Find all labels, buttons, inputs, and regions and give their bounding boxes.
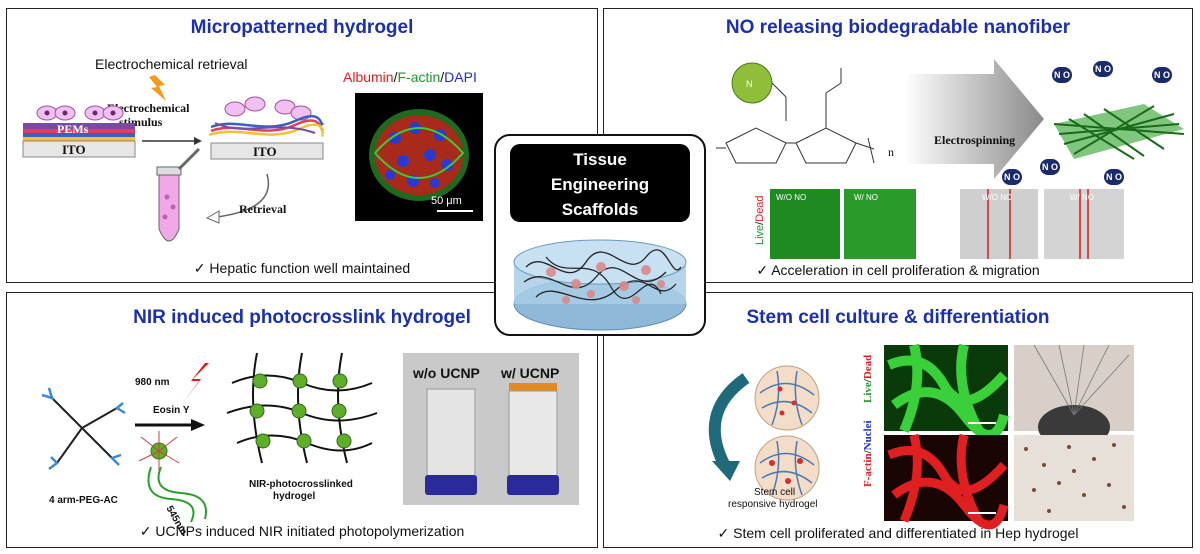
image-label: W/O NO bbox=[776, 193, 807, 202]
label-n: n bbox=[888, 145, 894, 159]
no-molecule-4: N O bbox=[1002, 169, 1022, 185]
live-dead-label: Live/Dead bbox=[862, 355, 874, 403]
label-nir-2: hydrogel bbox=[273, 491, 316, 502]
label-wo-ucnp: w/o UCNP bbox=[413, 365, 480, 381]
label-ito-left: ITO bbox=[62, 142, 86, 157]
live-dead-micrograph bbox=[884, 343, 1009, 440]
label-electrochemical-retrieval: Electrochemical retrieval bbox=[95, 56, 248, 72]
center-title-line2: Engineering bbox=[550, 175, 650, 194]
slash-label: / bbox=[862, 379, 874, 383]
tube-illustration bbox=[156, 147, 201, 242]
dead-label: Dead bbox=[754, 195, 766, 222]
center-title-line3: Scaffolds bbox=[561, 200, 639, 219]
panel-title: NO releasing biodegradable nanofiber bbox=[725, 17, 1071, 38]
image-label: W/O NO bbox=[982, 193, 1013, 202]
polymer-structure-illustration: N bbox=[716, 62, 875, 164]
label-stem-1: Stem cell bbox=[754, 487, 796, 498]
lightning-icon bbox=[149, 75, 166, 101]
svg-text:N: N bbox=[746, 79, 753, 89]
ucnp-particle-illustration bbox=[138, 431, 207, 523]
substrate-left-illustration bbox=[22, 105, 136, 158]
panel-nir-photocrosslink: NIR induced photocrosslink hydrogel 4 ar… bbox=[6, 292, 598, 548]
stain-factin: F-actin bbox=[397, 69, 441, 85]
stain-albumin: Albumin bbox=[343, 69, 394, 85]
label-stem-2: responsive hydrogel bbox=[728, 499, 818, 510]
panel-title: Micropatterned hydrogel bbox=[190, 17, 414, 38]
label-ito-right: ITO bbox=[253, 144, 277, 159]
migration-image-w-no: W/ NO bbox=[1044, 189, 1124, 259]
no-molecule-3: N O bbox=[1152, 67, 1172, 83]
scale-bar-label: 50 μm bbox=[431, 195, 462, 207]
live-dead-label: Live/Dead bbox=[754, 195, 766, 245]
hydrogel-sphere-illustration bbox=[754, 365, 820, 431]
live-label: Live bbox=[754, 224, 766, 245]
label-stimulus-1: Electrochemical bbox=[107, 101, 190, 115]
label-980nm: 980 nm bbox=[135, 377, 170, 388]
center-badge: Tissue Engineering Scaffolds bbox=[494, 134, 706, 336]
arrow-right-icon bbox=[142, 137, 202, 145]
peg-molecule-illustration bbox=[41, 387, 126, 470]
scaffold-dish-illustration bbox=[513, 239, 687, 331]
stain-sep: / bbox=[440, 69, 445, 85]
fluorescence-micrograph: 50 μm bbox=[355, 93, 483, 221]
slash-label: / bbox=[754, 221, 766, 225]
panel-caption: ✓ Acceleration in cell proliferation & m… bbox=[756, 262, 1040, 278]
stain-sep: / bbox=[393, 69, 398, 85]
live-dead-image-w-no: W/ NO bbox=[844, 189, 916, 259]
label-retrieval: Retrieval bbox=[239, 202, 287, 216]
center-title-line1: Tissue bbox=[573, 150, 627, 169]
label-peg: 4 arm-PEG-AC bbox=[49, 495, 118, 506]
crosslinked-network-illustration bbox=[226, 352, 378, 464]
curved-arrow-icon bbox=[708, 373, 750, 481]
brightfield-micrograph-1 bbox=[1014, 344, 1134, 449]
no-molecule-2: N O bbox=[1093, 61, 1113, 77]
panel-caption: ✓ Hepatic function well maintained bbox=[193, 260, 411, 276]
live-dead-image-wo-no: W/O NO bbox=[770, 189, 840, 259]
nanofiber-mesh-illustration bbox=[1053, 104, 1185, 160]
panel-caption: ✓ Stem cell proliferated and differentia… bbox=[717, 525, 1079, 541]
no-molecule-5: N O bbox=[1040, 159, 1060, 175]
no-molecule-1: N O bbox=[1052, 67, 1072, 83]
label-pems: PEMs bbox=[57, 122, 89, 136]
panel-no-nanofiber: NO releasing biodegradable nanofiber N n… bbox=[603, 8, 1193, 283]
live-label: Live bbox=[862, 382, 874, 403]
stain-dapi: DAPI bbox=[444, 69, 477, 85]
factin-micrograph bbox=[884, 433, 1009, 530]
image-label: W/ NO bbox=[854, 193, 878, 202]
dead-label: Dead bbox=[862, 354, 874, 380]
label-w-ucnp: w/ UCNP bbox=[501, 365, 560, 381]
electrospinning-arrow-illustration bbox=[904, 59, 1044, 179]
slash-label: / bbox=[862, 450, 874, 454]
panel-stem-cell: Stem cell culture & differentiation Stem… bbox=[603, 292, 1193, 548]
panel-caption: ✓ UCNPs induced NIR initiated photopolym… bbox=[139, 523, 465, 539]
migration-image-wo-no: W/O NO bbox=[960, 189, 1038, 259]
label-eosin: Eosin Y bbox=[153, 405, 190, 416]
label-nir-1: NIR-photocrosslinked bbox=[249, 479, 353, 490]
red-lightning-icon bbox=[183, 363, 209, 403]
hydrogel-sphere-illustration bbox=[754, 435, 820, 501]
no-molecule-6: N O bbox=[1104, 169, 1124, 185]
substrate-right-illustration bbox=[208, 96, 325, 160]
stain-legend: Albumin/F-actin/DAPI bbox=[343, 69, 477, 85]
center-title: Tissue Engineering Scaffolds bbox=[510, 144, 690, 222]
arrow-right-icon bbox=[135, 419, 205, 431]
vial-photo: w/o UCNP w/ UCNP bbox=[403, 353, 579, 505]
curved-arrow-icon bbox=[205, 173, 270, 224]
image-label: W/ NO bbox=[1070, 193, 1094, 202]
nuclei-label: Nuclei bbox=[862, 420, 874, 451]
panel-title: NIR induced photocrosslink hydrogel bbox=[133, 307, 471, 328]
label-electrospinning: Electrospinning bbox=[934, 133, 1016, 147]
brightfield-micrograph-2 bbox=[1014, 435, 1134, 521]
factin-label: F-actin bbox=[862, 453, 874, 487]
factin-nuclei-label: F-actin/Nuclei bbox=[862, 420, 874, 487]
panel-title: Stem cell culture & differentiation bbox=[746, 307, 1050, 328]
